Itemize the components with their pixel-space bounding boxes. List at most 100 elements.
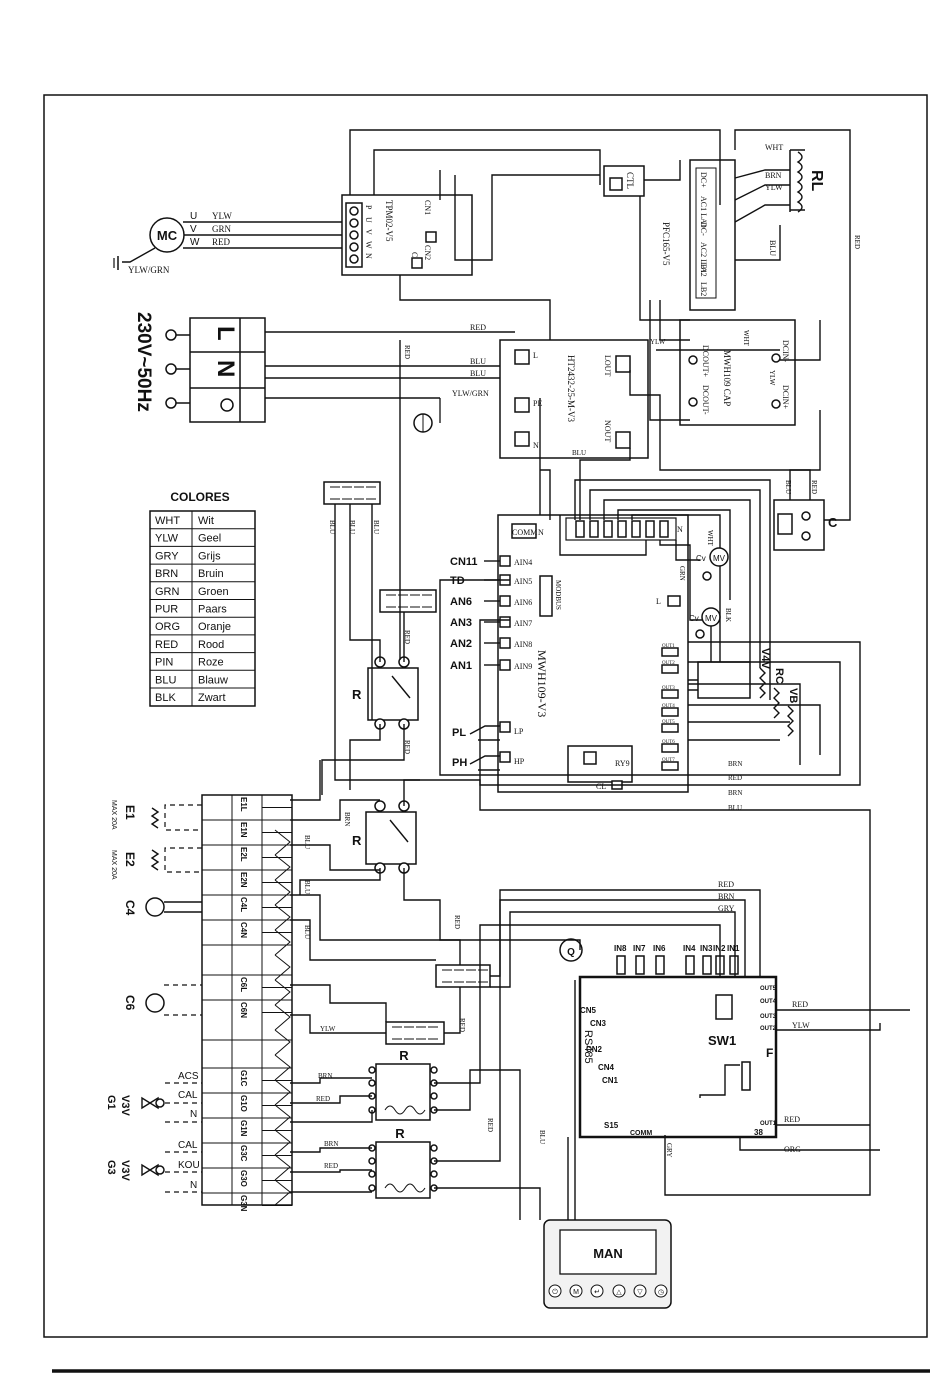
output-pin-label: OUT6 (662, 740, 675, 745)
svg-text:YLW: YLW (212, 211, 232, 221)
svg-text:BLU: BLU (328, 520, 336, 534)
svg-text:RY9: RY9 (615, 759, 630, 768)
svg-text:RL: RL (808, 170, 825, 192)
svg-text:MWH109-V3: MWH109-V3 (535, 650, 549, 717)
svg-text:RED: RED (792, 1000, 808, 1009)
svg-text:MAX 20A: MAX 20A (110, 800, 117, 830)
controller-input-label: IN1 (727, 944, 740, 953)
sensor-pin-box (499, 616, 511, 628)
controller-input-connector[interactable] (702, 955, 712, 975)
output-pin-box (661, 723, 679, 733)
svg-text:CN1: CN1 (423, 200, 432, 215)
wire-color-labels: RED RED RED BLU BLU BLU BLU BLU BLU BRN … (303, 235, 861, 1170)
legend-code: PUR (155, 604, 178, 616)
man-mode-icon: M (573, 1289, 579, 1296)
sensor-pin: AIN7 (514, 619, 532, 628)
legend-code: BLU (155, 674, 176, 686)
svg-text:BRN: BRN (728, 789, 742, 797)
svg-text:KOU: KOU (178, 1160, 200, 1171)
svg-text:V: V (190, 224, 197, 235)
terminal-zigzag (274, 1004, 291, 1031)
man-buttons: ⏻M↵△▽◷ (548, 1284, 668, 1298)
connector-center (435, 964, 491, 988)
svg-text:BLU: BLU (470, 369, 486, 378)
sensor-pin-box (499, 637, 511, 649)
terminal-zigzag (274, 1054, 291, 1081)
controller-input-connector[interactable] (616, 955, 626, 975)
svg-text:BRN: BRN (765, 171, 782, 180)
legend-name: Grijs (198, 550, 221, 562)
svg-text:PL: PL (452, 727, 466, 739)
svg-text:YLW/GRN: YLW/GRN (452, 389, 489, 398)
sensor-name: AN1 (450, 660, 472, 672)
svg-text:CTL: CTL (625, 172, 635, 189)
svg-text:AC2 LB1: AC2 LB1 (699, 242, 708, 273)
terminal-label: E2L (239, 847, 248, 862)
heater-e1: E1 MAX 20A (110, 800, 202, 831)
legend-name: Groen (198, 586, 229, 598)
man-back-button[interactable] (590, 1284, 604, 1298)
controller-input-connector[interactable] (655, 955, 665, 975)
svg-text:LOUT: LOUT (603, 355, 612, 376)
svg-text:YLW: YLW (765, 183, 783, 192)
output-pin-label: OUT3 (662, 686, 675, 691)
svg-text:R: R (395, 1126, 405, 1141)
terminal-label: G1C (239, 1070, 248, 1087)
controller-input-connector[interactable] (729, 955, 739, 975)
svg-text:COMM: COMM (512, 528, 537, 537)
svg-text:Cv: Cv (696, 554, 706, 563)
svg-text:COLORES: COLORES (170, 490, 229, 504)
terminal-label: G3C (239, 1145, 248, 1162)
pump-c6: C6 (123, 984, 202, 1016)
controller-input-label: IN7 (633, 944, 646, 953)
svg-text:L: L (656, 597, 661, 606)
man-up-button[interactable] (612, 1284, 626, 1298)
svg-text:N: N (677, 525, 683, 534)
man-clock-button[interactable] (654, 1284, 668, 1298)
svg-text:MAN: MAN (593, 1246, 623, 1261)
svg-text:MV: MV (713, 554, 726, 563)
svg-text:MV: MV (705, 614, 718, 623)
man-controller[interactable]: MAN (543, 1219, 672, 1309)
man-mode-button[interactable] (569, 1284, 583, 1298)
svg-text:DCIN-: DCIN- (781, 340, 790, 363)
controller-input-connector[interactable] (685, 955, 695, 975)
svg-text:N: N (212, 360, 239, 377)
man-power-button[interactable] (548, 1284, 562, 1298)
svg-text:PH: PH (452, 757, 467, 769)
legend-name: Zwart (198, 692, 226, 704)
output-pin-label: OUT4 (662, 704, 675, 709)
svg-text:BRN: BRN (324, 1140, 338, 1148)
legend-name: Bruin (198, 568, 224, 580)
svg-text:N: N (538, 528, 544, 537)
terminal-label: E1N (239, 822, 248, 838)
svg-text:N: N (364, 253, 373, 259)
legend-name: Rood (198, 639, 224, 651)
svg-text:BLU: BLU (538, 1130, 546, 1144)
controller-input-connector[interactable] (635, 955, 645, 975)
man-down-button[interactable] (633, 1284, 647, 1298)
svg-text:RED: RED (316, 1095, 330, 1103)
connector-mid-left (379, 589, 437, 613)
controller-input-label: IN3 (700, 944, 713, 953)
rl-coil: RL WHT BRN YLW BLU (765, 143, 825, 256)
svg-text:MODBUS: MODBUS (554, 580, 562, 610)
controller-input-label: IN6 (653, 944, 666, 953)
man-back-icon: ↵ (594, 1289, 600, 1296)
sensor-name: AN6 (450, 596, 472, 608)
legend-name: Paars (198, 604, 227, 616)
svg-text:RED: RED (324, 1162, 338, 1170)
sensor-pin: AIN8 (514, 640, 532, 649)
svg-text:RED: RED (728, 774, 742, 782)
legend-name: Blauw (198, 674, 228, 686)
legend-code: BLK (155, 692, 176, 704)
output-pin-label: OUT2 (662, 661, 675, 666)
svg-text:MWH109 CAP: MWH109 CAP (722, 350, 732, 406)
terminal-zigzag (274, 854, 291, 881)
terminal-label: G3O (239, 1170, 248, 1187)
svg-text:R: R (352, 687, 362, 702)
svg-text:N: N (190, 1180, 197, 1191)
